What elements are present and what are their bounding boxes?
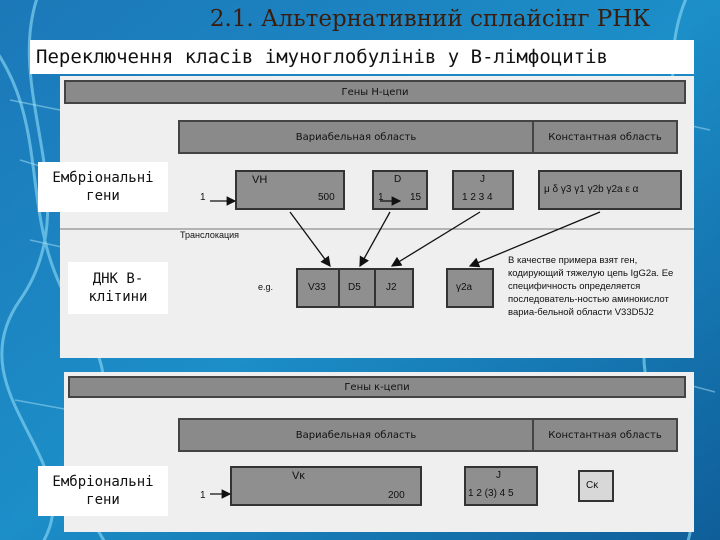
slide-title: 2.1. Альтернативний сплайсінг РНК (209, 6, 651, 32)
translocation-label: Транслокация (180, 230, 240, 240)
heavy-v-label: VH (252, 174, 268, 186)
slide-subtitle: Переключення класів імуноглобулінів у В-… (30, 40, 694, 74)
light-constant-region: Константная область (532, 418, 678, 452)
heavy-constant-genes: μ δ γ3 γ1 γ2b γ2a ε α (544, 184, 639, 195)
seg-g2a-label: γ2a (456, 282, 473, 293)
heavy-d-start: 1 (378, 192, 384, 203)
side-label-dna-b-cell: ДНК В-клітини (68, 262, 168, 314)
seg-g2a (446, 268, 494, 308)
seg-v33-label: V33 (308, 282, 326, 293)
heavy-d-end: 15 (410, 192, 422, 203)
light-c-box (578, 470, 614, 502)
light-chain-arrows (210, 489, 232, 499)
light-j-box (464, 466, 538, 506)
heavy-v-box (235, 170, 345, 210)
light-variable-region: Вариабельная область (178, 418, 534, 452)
heavy-example-note: В качестве примера взят ген, кодирующий … (508, 255, 674, 318)
light-chain-header: Гены κ-цепи (68, 376, 686, 398)
heavy-d-label: D (394, 174, 402, 185)
heavy-v-end: 500 (318, 192, 335, 203)
eg-label: e.g. (258, 282, 274, 292)
light-v-start: 1 (200, 490, 206, 501)
heavy-variable-region: Вариабельная область (178, 120, 534, 154)
light-j-numbers: 1 2 (3) 4 5 (468, 488, 514, 499)
seg-v33 (296, 268, 340, 308)
seg-j2 (374, 268, 414, 308)
heavy-chain-header: Гены Н-цепи (64, 80, 686, 104)
light-j-label: J (496, 470, 501, 481)
seg-d5-label: D5 (348, 282, 361, 293)
side-label-embryonic-heavy: Ембріональні гени (38, 162, 168, 212)
side-label-embryonic-light: Ембріональні гени (38, 466, 168, 516)
heavy-j-label: J (480, 174, 485, 185)
heavy-j-numbers: 1 2 3 4 (462, 192, 493, 203)
heavy-v-start: 1 (200, 192, 206, 203)
translocation-arrows (60, 196, 694, 268)
light-v-box (230, 466, 422, 506)
light-v-end: 200 (388, 490, 405, 501)
heavy-constant-box (538, 170, 682, 210)
heavy-constant-region: Константная область (532, 120, 678, 154)
light-c-label: Cκ (586, 480, 599, 491)
light-v-label: Vκ (292, 470, 305, 482)
seg-j2-label: J2 (386, 282, 397, 293)
heavy-j-box (452, 170, 514, 210)
